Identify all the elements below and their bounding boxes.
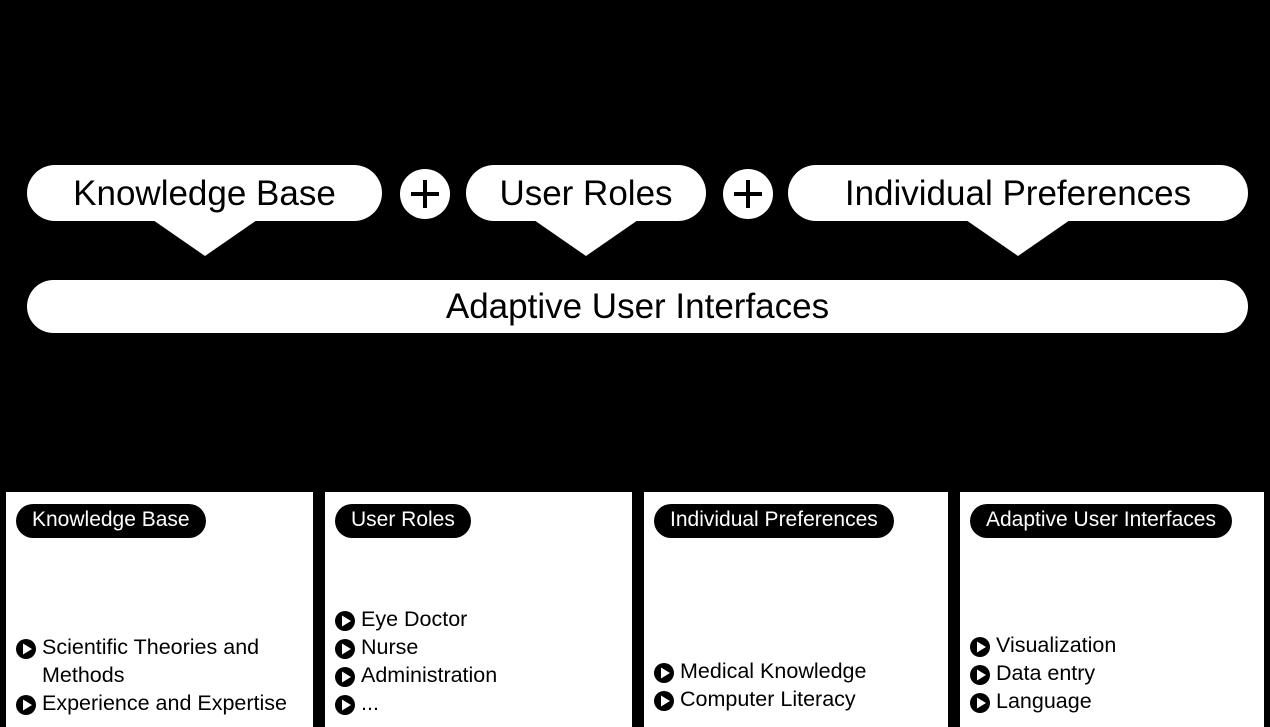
capsule-knowledge-base[interactable]: Knowledge Base (27, 165, 382, 221)
list-item-label: Eye Doctor (361, 607, 468, 631)
play-circle-icon (654, 662, 674, 683)
list-item-label: Medical Knowledge (680, 659, 867, 683)
concept-user-roles[interactable]: User Roles (466, 165, 706, 256)
detail-panels: Knowledge Base Scientific Theories and M… (0, 490, 1270, 727)
plus-icon-1 (400, 169, 450, 219)
panel-title-knowledge-base: Knowledge Base (16, 504, 206, 539)
list-item-label: Data entry (996, 661, 1096, 685)
panel-list-knowledge-base: Scientific Theories and Methods Experien… (16, 633, 303, 727)
list-item[interactable]: Administration (335, 661, 622, 689)
list-item[interactable]: Eye Doctor (335, 605, 622, 633)
formula-row: Knowledge Base User Roles Individual Pre… (0, 0, 1270, 260)
down-arrow-icon (152, 220, 257, 256)
panel-list-individual-preferences: Medical Knowledge Computer Literacy (654, 657, 938, 727)
list-item-label: Scientific Theories and Methods (42, 635, 260, 687)
panel-list-adaptive-user-interfaces: Visualization Data entry (970, 631, 1254, 727)
plus-icon-2 (723, 169, 773, 219)
panel-user-roles[interactable]: User Roles Eye Doctor (325, 492, 632, 727)
panel-slot-knowledge-base: Knowledge Base Scientific Theories and M… (0, 490, 319, 727)
play-circle-icon (335, 694, 355, 715)
down-arrow-icon (534, 220, 638, 256)
panel-list-user-roles: Eye Doctor Nurse (335, 605, 622, 727)
list-item-label: Administration (361, 663, 498, 687)
list-item[interactable]: Computer Literacy (654, 685, 938, 713)
list-item-label: Nurse (361, 635, 419, 659)
play-circle-icon (970, 664, 990, 685)
list-item[interactable]: Scientific Theories and Methods (16, 633, 303, 689)
capsule-label-user-roles: User Roles (499, 173, 673, 213)
result-bar-label: Adaptive User Interfaces (445, 287, 830, 326)
play-circle-icon (335, 666, 355, 687)
concept-individual-preferences[interactable]: Individual Preferences (788, 165, 1248, 256)
panel-title-adaptive-user-interfaces: Adaptive User Interfaces (970, 504, 1232, 539)
capsule-label-knowledge-base: Knowledge Base (73, 173, 336, 213)
list-item[interactable]: Data entry (970, 659, 1254, 687)
list-item[interactable]: ... (335, 689, 622, 717)
concept-knowledge-base[interactable]: Knowledge Base (27, 165, 382, 256)
panel-title-individual-preferences: Individual Preferences (654, 504, 894, 539)
play-circle-icon (335, 610, 355, 631)
list-item[interactable]: Visualization (970, 631, 1254, 659)
list-item-label: ... (361, 691, 379, 715)
down-arrow-icon (966, 220, 1070, 256)
play-circle-icon (16, 638, 36, 659)
list-item-label: Experience and Expertise (42, 691, 288, 715)
panel-slot-user-roles: User Roles Eye Doctor (319, 490, 638, 727)
panel-title-user-roles: User Roles (335, 504, 471, 539)
play-circle-icon (970, 636, 990, 657)
list-item-label: Visualization (996, 633, 1117, 657)
panel-slot-individual-preferences: Individual Preferences Medical Knowledge (638, 490, 954, 727)
list-item[interactable]: Medical Knowledge (654, 657, 938, 685)
capsule-label-individual-preferences: Individual Preferences (844, 173, 1192, 213)
list-item[interactable]: Experience and Expertise (16, 689, 303, 717)
play-circle-icon (970, 692, 990, 713)
capsule-user-roles[interactable]: User Roles (466, 165, 706, 221)
panel-adaptive-user-interfaces[interactable]: Adaptive User Interfaces Visualization (960, 492, 1264, 727)
play-circle-icon (16, 694, 36, 715)
panel-knowledge-base[interactable]: Knowledge Base Scientific Theories and M… (6, 492, 313, 727)
list-item-label: Computer Literacy (680, 687, 856, 711)
panel-individual-preferences[interactable]: Individual Preferences Medical Knowledge (644, 492, 948, 727)
capsule-individual-preferences[interactable]: Individual Preferences (788, 165, 1248, 221)
list-item[interactable]: Language (970, 687, 1254, 715)
play-circle-icon (654, 690, 674, 711)
panel-slot-adaptive-user-interfaces: Adaptive User Interfaces Visualization (954, 490, 1270, 727)
list-item-label: Language (996, 689, 1092, 713)
list-item[interactable]: Nurse (335, 633, 622, 661)
result-bar-adaptive-user-interfaces[interactable]: Adaptive User Interfaces (27, 280, 1248, 333)
play-circle-icon (335, 638, 355, 659)
